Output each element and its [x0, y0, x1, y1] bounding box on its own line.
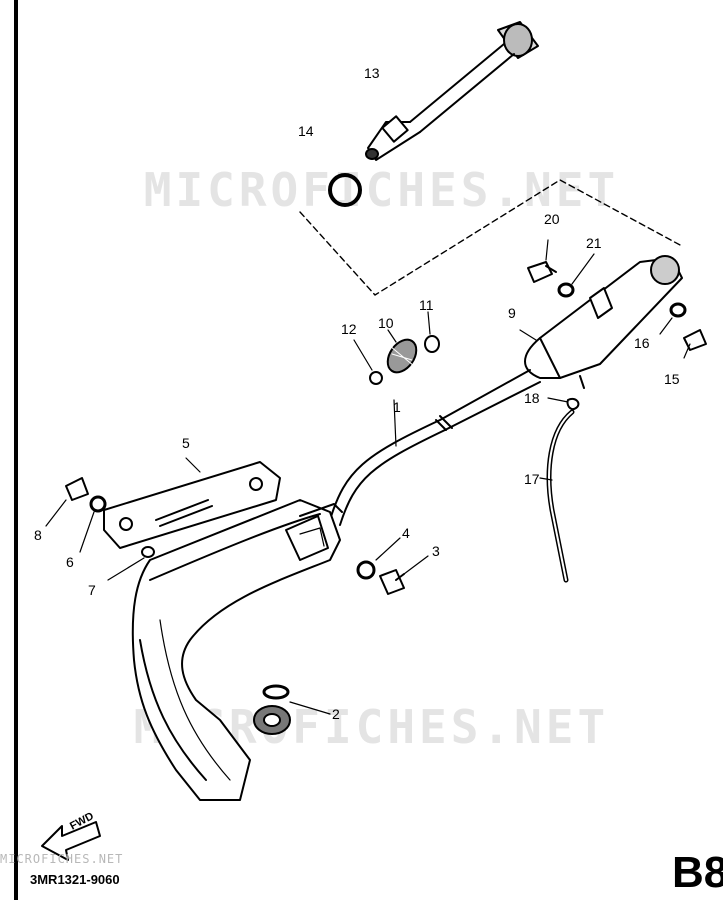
- callout-17: 17: [524, 471, 540, 487]
- callout-5: 5: [182, 435, 190, 451]
- part-1-tailpipe: [329, 369, 541, 526]
- exhaust-chamber: [131, 499, 343, 801]
- callout-12: 12: [341, 321, 357, 337]
- group-bracket: [299, 179, 681, 296]
- callout-2: 2: [332, 706, 340, 722]
- page-code: B8: [672, 848, 723, 897]
- part-16-washer: [669, 302, 687, 318]
- callout-16: 16: [634, 335, 650, 351]
- callout-21: 21: [586, 235, 602, 251]
- part-13-tailpipe-insert: [365, 21, 539, 161]
- callout-3: 3: [432, 543, 440, 559]
- part-4-washer: [356, 560, 376, 580]
- part-6-washer: [89, 495, 107, 513]
- part-2-gasket: [262, 684, 290, 700]
- callout-11: 11: [419, 297, 434, 313]
- part-14-o-ring: [328, 173, 362, 207]
- page-border-line: [14, 0, 18, 900]
- watermark-top: MICROFICHES.NET: [143, 163, 620, 217]
- part-3-bolt: [379, 569, 405, 595]
- callout-7: 7: [88, 582, 96, 598]
- callout-15: 15: [664, 371, 680, 387]
- callout-18: 18: [524, 390, 540, 406]
- callout-4: 4: [402, 525, 410, 541]
- callout-6: 6: [66, 554, 74, 570]
- part-21-washer: [557, 282, 575, 298]
- part-7-clip: [141, 546, 155, 558]
- callout-8: 8: [34, 527, 42, 543]
- callout-20: 20: [544, 211, 560, 227]
- part-11-ring: [424, 335, 440, 353]
- part-12-ring: [369, 371, 383, 385]
- part-15-bolt: [683, 329, 707, 359]
- part-18-clip: [566, 398, 580, 410]
- callout-14: 14: [298, 123, 314, 139]
- part-10-grommet: [386, 338, 418, 374]
- part-5-protector: [103, 457, 281, 549]
- callout-10: 10: [378, 315, 394, 331]
- part-20-bolt: [527, 239, 557, 283]
- callout-13: 13: [364, 65, 380, 81]
- callout-9: 9: [508, 305, 516, 321]
- part-8-bolt: [65, 477, 89, 501]
- part-9-silencer: [519, 255, 683, 389]
- part-number: 3MR1321-9060: [30, 872, 120, 887]
- exhaust-flange: [253, 705, 291, 735]
- callout-1: 1: [393, 399, 401, 415]
- footer-faint-watermark: MICROFICHES.NET: [0, 852, 124, 866]
- part-17-hose: [539, 409, 575, 583]
- fwd-arrow: [41, 821, 101, 861]
